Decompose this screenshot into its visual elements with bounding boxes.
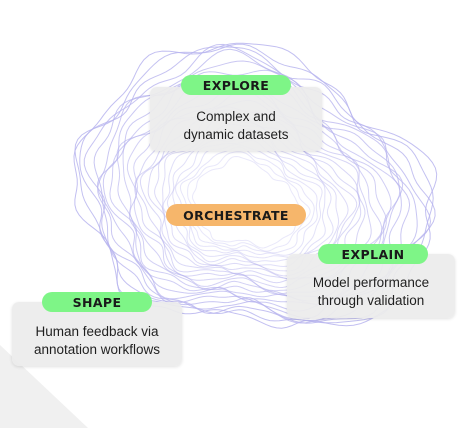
shape-pill: SHAPE [42,292,152,312]
explore-pill: EXPLORE [181,75,291,95]
contour-ring [73,42,438,329]
explain-card: Model performance through validation [287,254,455,318]
contour-ring [191,155,304,249]
explore-description-line-1: Complex and [196,109,276,124]
contour-ring [74,43,434,324]
explore-description-line-2: dynamic datasets [183,127,289,142]
shape-description-line-1: Human feedback via [35,324,159,339]
explain-description-line-1: Model performance [312,275,430,290]
shape-card: Human feedback via annotation workflows [12,302,182,366]
explain-pill: EXPLAIN [318,244,428,264]
contour-ring [166,132,326,263]
contour-ring [161,123,340,272]
contour-ring [162,128,334,268]
shape-description-line-2: annotation workflows [33,342,161,357]
explain-description-line-2: through validation [317,293,425,308]
explore-card: Complex and dynamic datasets [150,87,322,151]
orchestrate-pill: ORCHESTRATE [166,204,306,226]
contour-ring [187,151,311,252]
